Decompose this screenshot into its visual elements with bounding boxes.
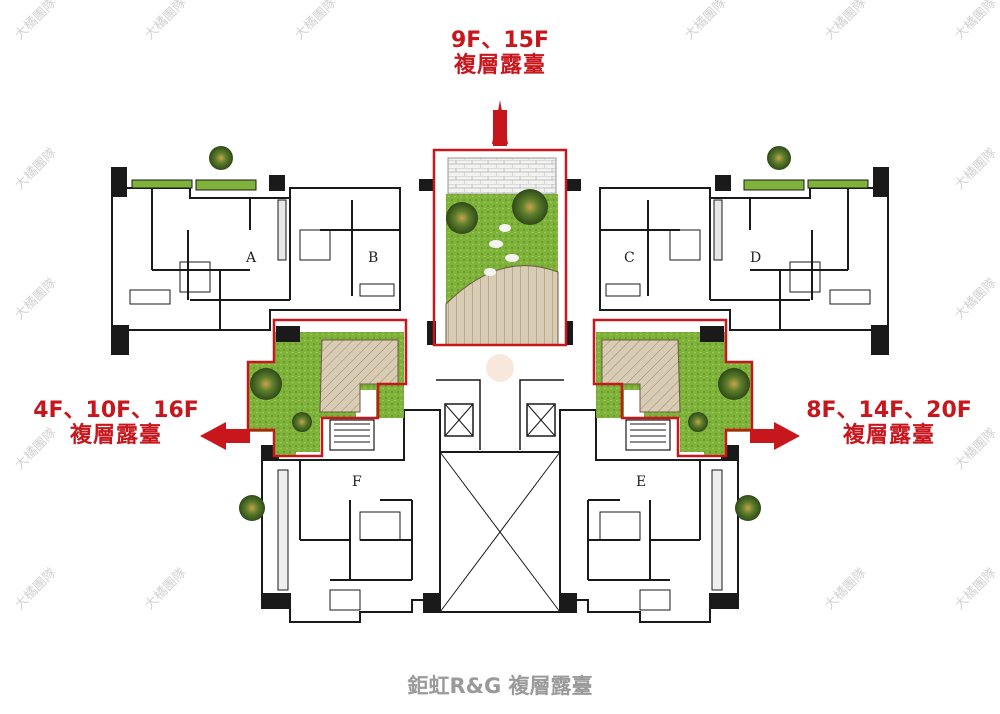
terrace-right (592, 318, 754, 458)
arrow-left-shaft (224, 429, 250, 443)
terrace-right-outline (592, 318, 754, 458)
watermark: 大橘團隊 (952, 145, 1000, 193)
watermark: 大橘團隊 (12, 145, 60, 193)
unit-block-cd (565, 167, 889, 355)
central-core (423, 321, 577, 613)
arrow-right-icon (774, 422, 800, 450)
watermark: 大橘團隊 (822, 565, 870, 613)
watermark: 大橘團隊 (12, 565, 60, 613)
watermark: 大橘團隊 (292, 0, 340, 43)
terrace-top-outline (432, 148, 568, 347)
terrace-left (246, 318, 408, 458)
unit-label-b: B (368, 250, 378, 266)
unit-label-a: A (245, 250, 257, 266)
callout-right-floors: 8F、14F、20F (806, 398, 972, 423)
callout-right-label: 複層露臺 (842, 423, 935, 449)
watermark: 大橘團隊 (952, 565, 1000, 613)
watermark: 大橘團隊 (952, 275, 1000, 323)
planter-tree (209, 146, 233, 170)
planter-tree (735, 495, 761, 521)
watermark: 大橘團隊 (12, 275, 60, 323)
callout-left-label: 複層露臺 (69, 423, 162, 449)
arrow-left-icon (200, 422, 226, 450)
terrace-left-outline (246, 318, 408, 458)
planter-tree (767, 146, 791, 170)
arrow-up-shaft (493, 110, 507, 146)
watermark: 大橘團隊 (142, 0, 190, 43)
callout-top-label: 複層露臺 (453, 53, 546, 79)
unit-label-f: F (352, 474, 362, 490)
watermark: 大橘團隊 (682, 0, 730, 43)
callout-top-floors: 9F、15F (451, 28, 549, 53)
arrow-right-shaft (750, 429, 776, 443)
watermark: 大橘團隊 (822, 0, 870, 43)
watermark: 大橘團隊 (12, 0, 60, 43)
unit-label-c: C (624, 250, 635, 266)
planter-tree (239, 495, 265, 521)
unit-label-d: D (750, 250, 761, 266)
caption: 鉅虹R&G 複層露臺 (407, 674, 593, 698)
terrace-top (432, 148, 568, 347)
watermark: 大橘團隊 (952, 0, 1000, 43)
callout-left: 4F、10F、16F 複層露臺 (28, 398, 204, 449)
watermark: 大橘團隊 (142, 565, 190, 613)
callout-top: 9F、15F 複層露臺 (430, 28, 570, 79)
callout-left-floors: 4F、10F、16F (33, 398, 199, 423)
unit-block-ab (111, 167, 435, 355)
callout-right: 8F、14F、20F 複層露臺 (805, 398, 973, 449)
unit-label-e: E (636, 474, 646, 490)
